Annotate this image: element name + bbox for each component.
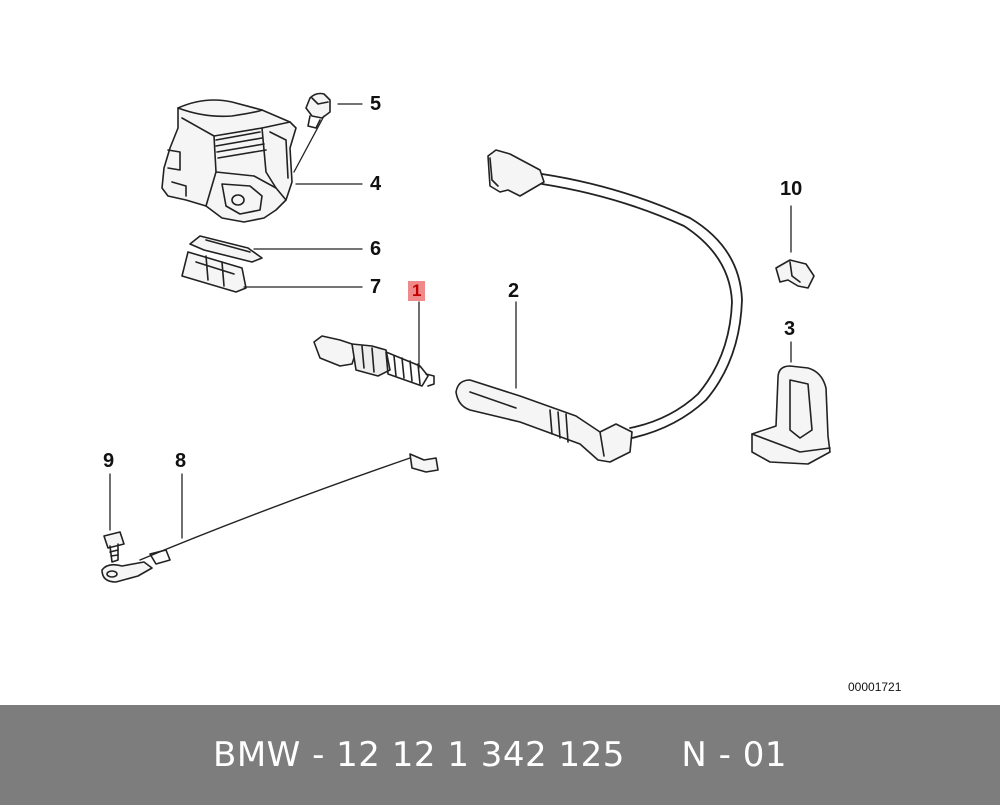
seal — [181, 251, 247, 293]
callout-3: 3 — [784, 318, 796, 340]
gasket — [189, 235, 263, 263]
callout-9: 9 — [103, 450, 115, 472]
ignition-lead — [455, 149, 743, 463]
ground-wire — [101, 453, 439, 583]
ignition-coil — [161, 99, 297, 223]
callout-7: 7 — [370, 276, 382, 298]
spark-plug — [313, 335, 435, 387]
figure-code: 00001721 — [848, 680, 902, 694]
callout-5: 5 — [370, 93, 382, 115]
diagram-drawing — [101, 92, 831, 583]
parts-diagram: 5 4 6 7 1 2 10 3 9 8 00001721 — [101, 92, 902, 694]
bracket — [751, 365, 831, 465]
callout-2: 2 — [508, 280, 520, 302]
callout-1-highlighted: 1 — [408, 281, 426, 301]
part-number-label: BMW - 12 12 1 342 125 N - 01 — [213, 735, 787, 775]
coil-cap — [305, 92, 331, 129]
callout-8: 8 — [175, 450, 187, 472]
callout-10: 10 — [780, 178, 803, 200]
screw — [103, 531, 125, 563]
leader-lines — [109, 103, 792, 539]
cable-clip — [775, 259, 815, 289]
callout-6: 6 — [370, 238, 382, 260]
part-number-footer: BMW - 12 12 1 342 125 N - 01 — [0, 705, 1000, 805]
callout-4: 4 — [370, 173, 382, 195]
